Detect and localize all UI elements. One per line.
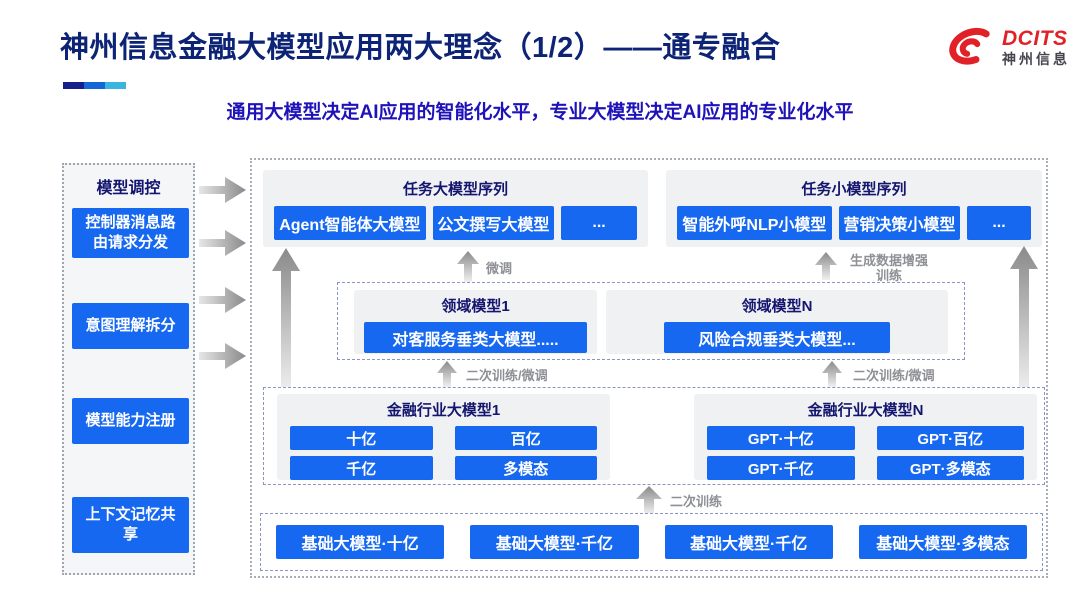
label-data-augment: 生成数据增强 训练 <box>843 253 935 283</box>
label-data-augment-line2: 训练 <box>875 268 902 283</box>
sidebar-model-control: 模型调控 控制器消息路由请求分发 意图理解拆分 模型能力注册 上下文记忆共享 <box>62 163 195 575</box>
page-title: 神州信息金融大模型应用两大理念（1/2）——通专融合 <box>60 32 781 64</box>
up-arrow-tall-right-icon <box>1010 246 1038 393</box>
accent-segment <box>63 82 84 89</box>
group-title: 领域模型N <box>741 298 813 315</box>
label-data-augment-line1: 生成数据增强 <box>849 253 928 268</box>
right-arrow-icon <box>199 343 246 369</box>
group-title: 金融行业大模型1 <box>386 402 501 419</box>
model-architecture-diagram: 任务大模型序列 Agent智能体大模型 公文撰写大模型 ... 任务小模型序列 … <box>250 158 1048 578</box>
node-gpt-100b: GPT·千亿 <box>707 456 855 480</box>
group-industry-model-n: 金融行业大模型N GPT·十亿 GPT·百亿 GPT·千亿 GPT·多模态 <box>694 394 1037 480</box>
accent-bar <box>63 82 126 89</box>
sidebar-title: 模型调控 <box>96 180 161 197</box>
group-domain-model-1: 领域模型1 对客服务垂类大模型..... <box>354 290 597 354</box>
up-arrow-tall-left-icon <box>272 248 300 393</box>
up-arrow-augment-icon <box>815 252 837 280</box>
node-more-models: ... <box>561 206 637 240</box>
label-secondary-bottom: 二次训练 <box>670 494 723 509</box>
logo-text: DCITS 神州信息 <box>1002 26 1070 67</box>
group-title: 任务大模型序列 <box>402 181 508 198</box>
task-small-buttons: 智能外呼NLP小模型 营销决策小模型 ... <box>666 206 1042 240</box>
node-1b: 十亿 <box>290 426 433 450</box>
label-secondary-right: 二次训练/微调 <box>853 368 935 383</box>
right-arrow-icon <box>199 230 246 256</box>
industry-1-buttons: 十亿 百亿 千亿 多模态 <box>277 426 610 480</box>
node-doc-writing-model: 公文撰写大模型 <box>432 206 555 240</box>
node-more-models: ... <box>967 206 1031 240</box>
node-nlp-outbound-model: 智能外呼NLP小模型 <box>677 206 832 240</box>
up-arrow-finetune-icon <box>457 251 479 282</box>
container-domain-models: 领域模型1 对客服务垂类大模型..... 领域模型N 风险合规垂类大模型... <box>337 282 965 360</box>
sidebar-item-registry: 模型能力注册 <box>72 398 189 444</box>
group-title: 任务小模型序列 <box>801 181 907 198</box>
node-base-100b-b: 基础大模型·千亿 <box>664 525 833 559</box>
label-secondary-left: 二次训练/微调 <box>466 368 548 383</box>
node-gpt-10b: GPT·百亿 <box>876 426 1024 450</box>
node-gpt-1b: GPT·十亿 <box>707 426 855 450</box>
accent-segment <box>105 82 126 89</box>
logo-brand: DCITS <box>1002 26 1068 50</box>
sidebar-item-context: 上下文记忆共享 <box>72 497 189 553</box>
node-gpt-multimodal: GPT·多模态 <box>876 456 1024 480</box>
container-base-models: 基础大模型·十亿 基础大模型·千亿 基础大模型·千亿 基础大模型·多模态 <box>260 513 1043 571</box>
industry-n-buttons: GPT·十亿 GPT·百亿 GPT·千亿 GPT·多模态 <box>694 426 1037 480</box>
group-task-large-models: 任务大模型序列 Agent智能体大模型 公文撰写大模型 ... <box>263 170 648 247</box>
group-title: 领域模型1 <box>441 298 510 315</box>
node-risk-compliance-model: 风险合规垂类大模型... <box>664 322 890 353</box>
label-fine-tune: 微调 <box>486 261 513 276</box>
logo-brand-cn: 神州信息 <box>1002 50 1070 67</box>
dcits-swirl-icon <box>949 27 990 65</box>
slide-subtitle: 通用大模型决定AI应用的智能化水平，专业大模型决定AI应用的专业化水平 <box>226 102 854 123</box>
task-large-buttons: Agent智能体大模型 公文撰写大模型 ... <box>263 206 648 240</box>
node-100b: 千亿 <box>290 456 433 480</box>
node-agent-model: Agent智能体大模型 <box>274 206 426 240</box>
sidebar-item-intent: 意图理解拆分 <box>72 303 189 349</box>
group-industry-model-1: 金融行业大模型1 十亿 百亿 千亿 多模态 <box>277 394 610 480</box>
container-industry-models: 金融行业大模型1 十亿 百亿 千亿 多模态 金融行业大模型N GPT·十亿 GP… <box>263 387 1045 485</box>
group-domain-model-n: 领域模型N 风险合规垂类大模型... <box>606 290 948 354</box>
node-multimodal: 多模态 <box>454 456 597 480</box>
right-arrow-icon <box>199 177 246 203</box>
up-arrow-secondary-right-icon <box>822 361 842 387</box>
sidebar-item-router: 控制器消息路由请求分发 <box>72 208 189 258</box>
node-10b: 百亿 <box>454 426 597 450</box>
group-task-small-models: 任务小模型序列 智能外呼NLP小模型 营销决策小模型 ... <box>666 170 1042 247</box>
accent-segment <box>84 82 105 89</box>
up-arrow-secondary-bottom-icon <box>636 486 662 514</box>
node-base-100b-a: 基础大模型·千亿 <box>470 525 639 559</box>
node-base-1b: 基础大模型·十亿 <box>276 525 445 559</box>
right-arrow-icon <box>199 287 246 313</box>
node-marketing-model: 营销决策小模型 <box>838 206 961 240</box>
node-base-multimodal: 基础大模型·多模态 <box>858 525 1027 559</box>
node-customer-service-model: 对客服务垂类大模型..... <box>363 322 588 353</box>
up-arrow-secondary-left-icon <box>437 361 457 387</box>
group-title: 金融行业大模型N <box>807 402 924 419</box>
dcits-logo: DCITS 神州信息 <box>944 24 1070 70</box>
